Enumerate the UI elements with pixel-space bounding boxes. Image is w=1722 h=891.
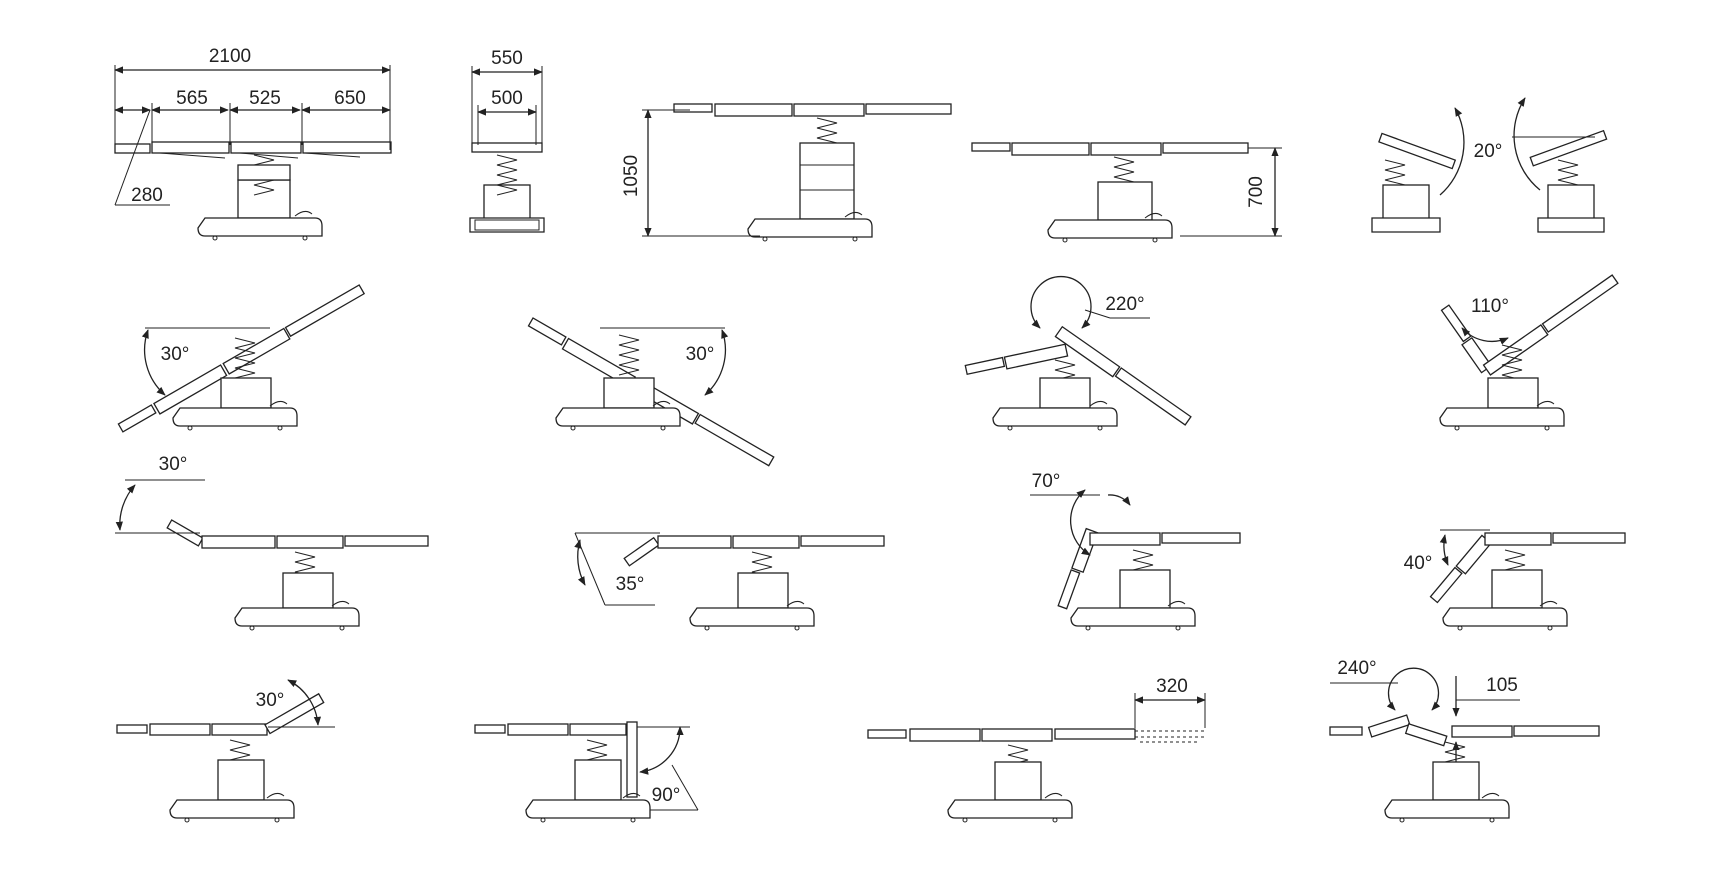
- dim-back-section: 565: [176, 88, 208, 109]
- figure-reverse-trendelenburg: 30°: [527, 317, 775, 467]
- angle-head-up: 30°: [159, 454, 188, 475]
- dim-seat-section: 525: [249, 88, 281, 109]
- figure-lateral-tilt: 20°: [1371, 97, 1608, 233]
- dim-top-width: 500: [491, 88, 523, 109]
- figure-max-height: 1050: [621, 103, 952, 242]
- figure-back-70: 70°: [1030, 471, 1241, 631]
- angle-head-down: 35°: [616, 574, 645, 595]
- column: [237, 154, 291, 219]
- angle-back: 70°: [1032, 471, 1061, 492]
- angle-trendelenburg: 30°: [161, 344, 190, 365]
- figure-end-view-width: 550 500: [469, 48, 545, 233]
- dim-longitudinal-slide: 320: [1156, 676, 1188, 697]
- figure-leg-up-30: 30°: [116, 679, 335, 823]
- figure-flex-220: 220°: [964, 275, 1192, 431]
- dim-total-width: 550: [491, 48, 523, 69]
- dim-bridge-height: 105: [1486, 675, 1518, 696]
- figure-leg-down-90: 90°: [474, 721, 699, 823]
- figure-kidney-bridge: 240° 105: [1329, 658, 1600, 823]
- angle-kidney-bridge: 240°: [1337, 658, 1376, 679]
- dim-min-height: 700: [1246, 176, 1267, 208]
- figure-trendelenburg: 30°: [117, 284, 366, 433]
- dim-overall-length: 2100: [209, 46, 251, 67]
- dim-head-section: 280: [131, 185, 163, 206]
- figure-legs-40: 40°: [1404, 529, 1626, 631]
- figure-head-up-30: 30°: [115, 454, 429, 631]
- figure-reflex-110: 110°: [1439, 274, 1619, 431]
- dim-leg-section: 650: [334, 88, 366, 109]
- figure-min-height: 700: [971, 142, 1282, 243]
- angle-flex-220: 220°: [1105, 294, 1144, 315]
- angle-legs: 40°: [1404, 553, 1433, 574]
- figure-slide-320: 320: [867, 676, 1206, 823]
- dim-max-height: 1050: [621, 155, 642, 197]
- figure-side-dimensions: 2100 565 525 650 280: [114, 46, 392, 241]
- angle-reflex-110: 110°: [1471, 296, 1509, 317]
- figure-head-down-35: 35°: [574, 532, 885, 631]
- angle-leg-up: 30°: [256, 690, 285, 711]
- angle-leg-down: 90°: [652, 785, 681, 806]
- angle-reverse-trendelenburg: 30°: [686, 344, 715, 365]
- table-top: [114, 141, 392, 159]
- angle-lateral-tilt: 20°: [1474, 141, 1503, 162]
